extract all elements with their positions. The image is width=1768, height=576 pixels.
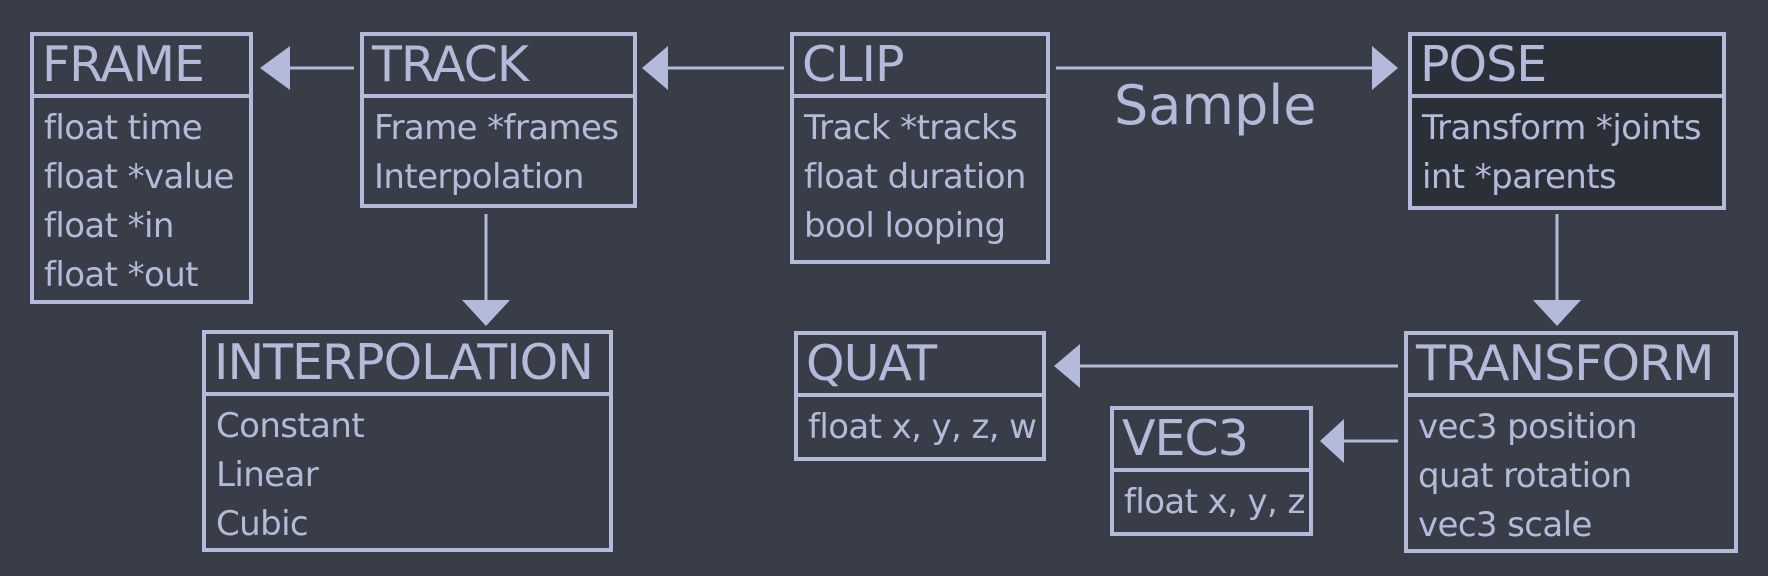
field-item: Track *tracks [804, 108, 1018, 148]
box-title: TRACK [364, 36, 633, 98]
field-item: bool looping [804, 206, 1006, 246]
box-transform: TRANSFORM vec3 position quat rotation ve… [1404, 331, 1738, 553]
arrowhead-left-icon [1054, 344, 1080, 388]
field-item: quat rotation [1418, 456, 1632, 496]
field-list: float x, y, z, w [798, 397, 1042, 452]
field-item: float *in [44, 206, 174, 246]
arrowhead-left-icon [642, 46, 668, 90]
box-vec3: VEC3 float x, y, z [1110, 406, 1313, 536]
field-item: float *value [44, 157, 234, 197]
arrowhead-down-icon [1533, 300, 1581, 326]
field-list: float time float *value float *in float … [34, 98, 249, 300]
field-item: float *out [44, 255, 198, 295]
field-item: Transform *joints [1422, 108, 1702, 148]
field-list: vec3 position quat rotation vec3 scale [1408, 397, 1734, 550]
field-item: vec3 position [1418, 407, 1638, 447]
field-list: Frame *frames Interpolation [364, 98, 633, 202]
field-item: Frame *frames [374, 108, 619, 148]
box-title: FRAME [34, 36, 249, 98]
field-item: float x, y, z [1124, 482, 1305, 522]
field-item: vec3 scale [1418, 505, 1592, 545]
box-title: VEC3 [1114, 410, 1309, 472]
box-title: TRANSFORM [1408, 335, 1734, 397]
box-title: CLIP [794, 36, 1046, 98]
field-list: Track *tracks float duration bool loopin… [794, 98, 1046, 251]
field-item: float x, y, z, w [808, 407, 1037, 447]
box-track: TRACK Frame *frames Interpolation [360, 32, 637, 208]
arrowhead-down-icon [462, 300, 510, 326]
arrowhead-left-icon [260, 46, 290, 90]
field-list: Transform *joints int *parents [1412, 98, 1722, 202]
arrowhead-right-icon [1372, 46, 1398, 90]
field-item: float duration [804, 157, 1026, 197]
field-item: int *parents [1422, 157, 1617, 197]
field-list: float x, y, z [1114, 472, 1309, 527]
box-clip: CLIP Track *tracks float duration bool l… [790, 32, 1050, 264]
box-quat: QUAT float x, y, z, w [794, 331, 1046, 461]
box-title: POSE [1412, 36, 1722, 98]
box-title: INTERPOLATION [206, 334, 609, 396]
field-item: Cubic [216, 504, 309, 544]
field-item: Interpolation [374, 157, 584, 197]
box-frame: FRAME float time float *value float *in … [30, 32, 253, 304]
box-title: QUAT [798, 335, 1042, 397]
field-item: Linear [216, 455, 319, 495]
field-list: Constant Linear Cubic [206, 396, 609, 549]
box-pose: POSE Transform *joints int *parents [1408, 32, 1726, 210]
field-item: float time [44, 108, 203, 148]
field-item: Constant [216, 406, 365, 446]
box-interpolation: INTERPOLATION Constant Linear Cubic [202, 330, 613, 552]
edge-label-sample: Sample [1114, 74, 1317, 137]
arrowhead-left-icon [1320, 419, 1344, 463]
